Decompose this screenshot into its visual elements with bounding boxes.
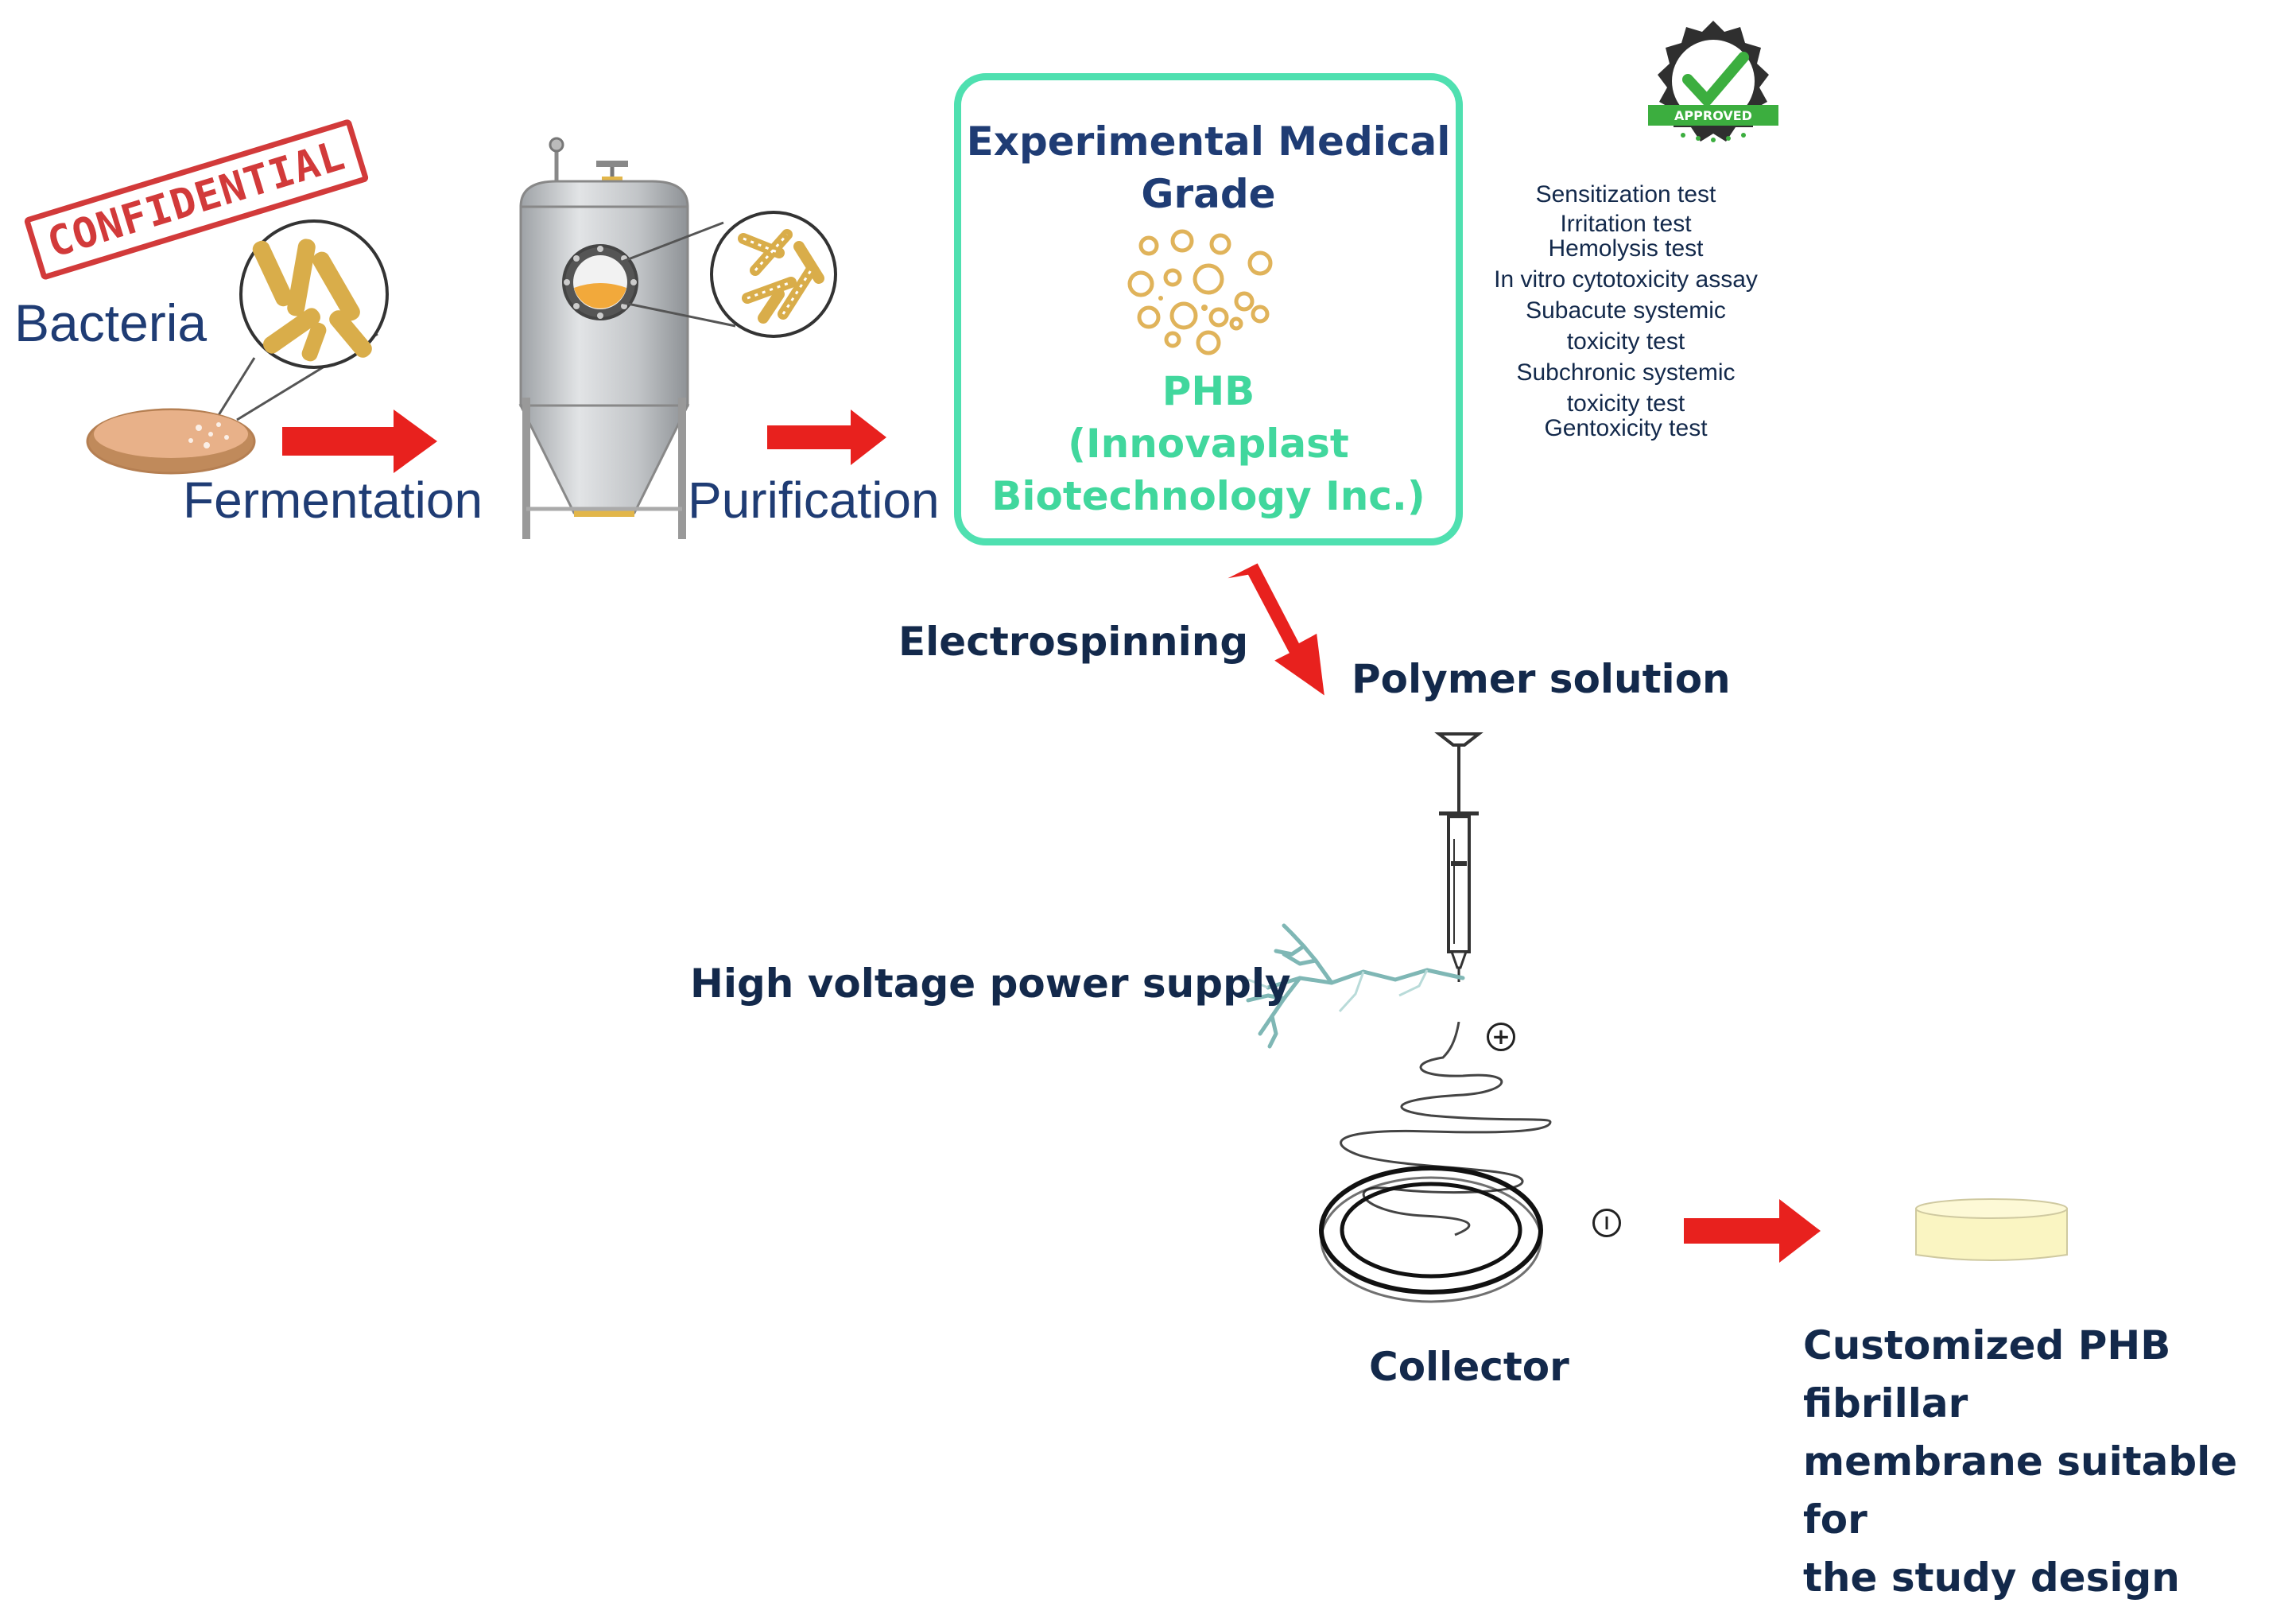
positive-terminal-icon: + [1487,1023,1515,1051]
test-item: Sensitization test [1535,181,1716,208]
arrow-right-purification [767,410,886,465]
electric-discharge-icon [1246,923,1465,1049]
test-item: Irritation test [1560,211,1692,237]
grade-title-line2: Grade [1141,171,1276,217]
grade-title-line1: Experimental Medical [966,118,1451,165]
negative-terminal-icon: − [1592,1209,1621,1237]
high-voltage-label: High voltage power supply [690,961,1291,1007]
fiber-coil-collector [1319,1022,1552,1303]
bacteria-icon [252,239,372,362]
test-item: Subchronic systemic [1516,359,1736,386]
membrane-description: Customized PHB fibrillar membrane suitab… [1803,1317,2296,1607]
approved-badge-icon: APPROVED [1648,21,1778,142]
fermenter-tank-icon [518,137,837,539]
test-item: In vitro cytotoxicity assay [1494,266,1758,293]
test-item: toxicity test [1566,390,1685,417]
membrane-line2: membrane suitable for [1803,1438,2238,1543]
electrospinning-label: Electrospinning [898,619,1249,665]
test-item: Hemolysis test [1548,235,1704,262]
test-item: toxicity test [1566,328,1685,355]
test-item: Gentoxicity test [1544,415,1708,441]
phb-label: PHB [1162,368,1255,414]
test-item: Subacute systemic [1526,297,1726,324]
approved-badge-text: APPROVED [1674,108,1752,123]
arrow-right-fermentation [282,410,437,473]
company-line1: (Innovaplast [1068,421,1349,467]
arrow-right-membrane [1684,1199,1821,1263]
membrane-line3: the study design [1803,1555,2180,1601]
medical-grade-box: Experimental Medical Grade PHB (Innovapl… [954,73,1463,545]
negative-symbol: − [1594,1214,1619,1232]
phb-granules-icon [1127,229,1273,355]
bacteria-label: Bacteria [14,293,207,352]
positive-symbol: + [1491,1023,1511,1050]
polymer-solution-label: Polymer solution [1352,656,1731,702]
tests-list: Sensitization test Irritation test Hemol… [1455,179,1797,444]
collector-label: Collector [1369,1344,1569,1390]
purification-label: Purification [688,472,940,529]
syringe-icon [1434,732,1483,982]
membrane-disc-icon [1915,1198,2068,1261]
petri-dish-illustration [86,219,389,475]
membrane-line1: Customized PHB fibrillar [1803,1322,2171,1427]
arrow-down-diagonal [1228,563,1324,696]
fermentation-label: Fermentation [183,472,483,529]
company-line2: Biotechnology Inc.) [991,473,1425,519]
